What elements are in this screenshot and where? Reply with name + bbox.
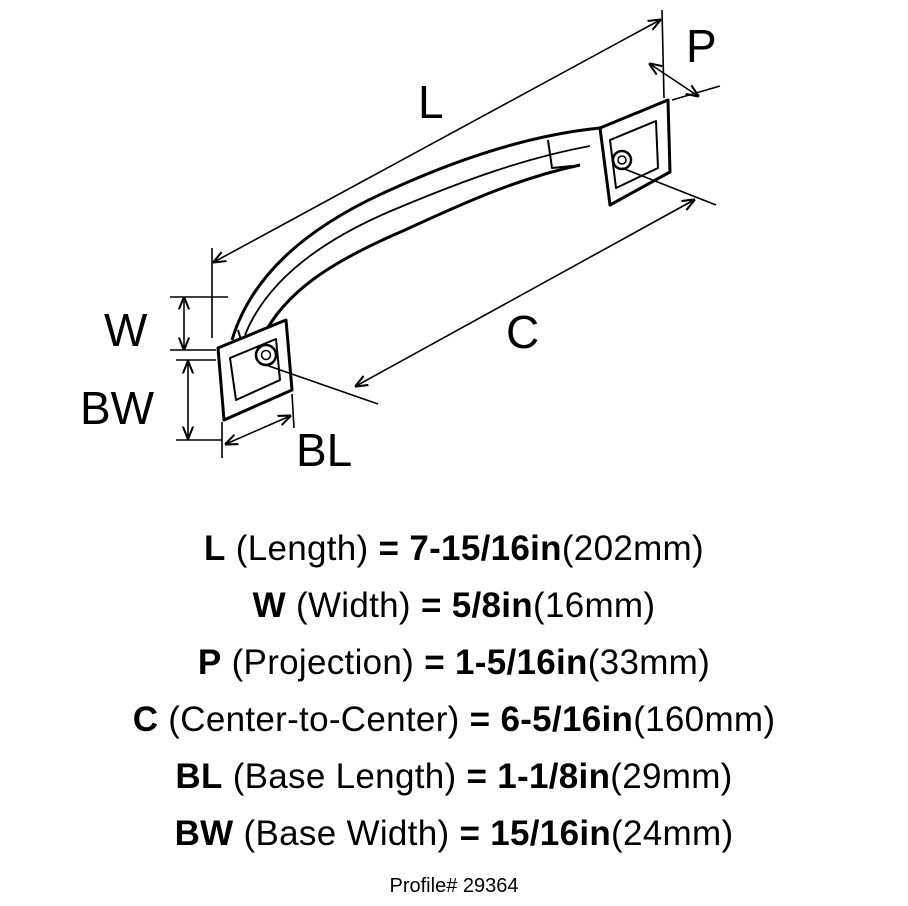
spec-value: 15/16in [490, 814, 612, 853]
spec-metric: (202mm) [561, 529, 704, 568]
spec-code: BW [174, 814, 234, 853]
spec-equals: = [420, 586, 442, 625]
spec-metric: (33mm) [587, 643, 711, 682]
spec-name: (Center-to-Center) [168, 700, 460, 739]
spec-code: C [132, 700, 159, 739]
spec-metric: (24mm) [611, 814, 734, 853]
spec-base-length: BL (Base Length) = 1-1/8in(29mm) [0, 748, 908, 805]
label-w: W [104, 304, 148, 356]
label-c: C [506, 306, 539, 358]
spec-metric: (29mm) [610, 757, 733, 796]
dimension-c [265, 167, 717, 405]
spec-name: (Base Length) [232, 757, 457, 796]
label-bl: BL [296, 424, 352, 476]
label-l: L [418, 76, 444, 128]
spec-code: W [252, 586, 286, 625]
spec-name: (Length) [235, 529, 369, 568]
spec-value: 1-1/8in [497, 757, 611, 796]
spec-value: 5/8in [451, 586, 533, 625]
spec-code: BL [175, 757, 223, 796]
spec-value: 1-5/16in [454, 643, 588, 682]
spec-equals: = [466, 757, 488, 796]
dimension-bl [221, 393, 295, 458]
profile-number: Profile# 29364 [389, 875, 519, 897]
dimension-w [170, 296, 228, 351]
spec-equals: = [378, 529, 400, 568]
spec-length: L (Length) = 7-15/16in(202mm) [0, 520, 908, 577]
spec-equals: = [424, 643, 445, 682]
right-base [598, 98, 672, 207]
spec-width: W (Width) = 5/8in(16mm) [0, 577, 908, 634]
cabinet-pull-handle [230, 126, 601, 351]
dimension-l [212, 9, 665, 338]
spec-name: (Base Width) [243, 814, 450, 853]
spec-metric: (160mm) [633, 700, 776, 739]
spec-base-width: BW (Base Width) = 15/16in(24mm) [0, 805, 908, 862]
dimension-p [650, 64, 721, 101]
spec-value: 6-5/16in [500, 700, 634, 739]
spec-center-to-center: C (Center-to-Center) = 6-5/16in(160mm) [0, 691, 908, 748]
spec-name: (Projection) [231, 643, 415, 682]
dimension-bw [176, 359, 222, 441]
label-p: P [686, 20, 717, 72]
spec-projection: P (Projection) = 1-5/16in(33mm) [0, 634, 908, 691]
label-bw: BW [80, 382, 155, 434]
handle-dimension-diagram: L P C W BW [80, 9, 721, 476]
spec-name: (Width) [296, 586, 411, 625]
specification-list: L (Length) = 7-15/16in(202mm) W (Width) … [0, 520, 908, 862]
spec-metric: (16mm) [532, 586, 656, 625]
spec-equals: = [459, 814, 481, 853]
spec-code: P [197, 643, 222, 682]
spec-code: L [204, 529, 226, 568]
handle-drawing: L P C W BW [80, 9, 721, 476]
spec-equals: = [469, 700, 491, 739]
spec-value: 7-15/16in [409, 529, 562, 568]
